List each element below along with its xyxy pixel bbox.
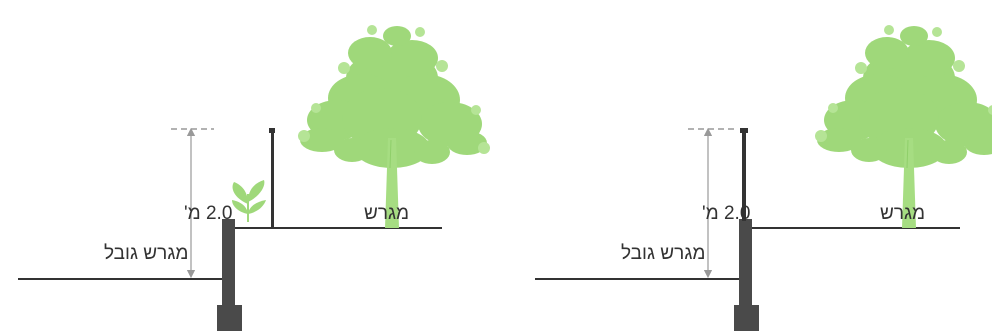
height-label: 2.0 מ' xyxy=(702,203,750,224)
wall-footing xyxy=(734,305,759,331)
wall-footing xyxy=(217,305,242,331)
diagram-left: 2.0 מ' מגרש מגרש גובל xyxy=(18,24,491,331)
fence-post xyxy=(742,131,746,221)
lot-label: מגרש xyxy=(880,203,925,224)
boundary-wall xyxy=(222,219,235,311)
adjacent-lot-label: מגרש גובל xyxy=(104,243,188,264)
lot-label: מגרש xyxy=(364,203,409,224)
height-label: 2.0 מ' xyxy=(184,203,232,224)
diagram-right: 2.0 מ' מגרש מגרש גובל xyxy=(535,24,992,331)
sprout-icon xyxy=(232,180,266,222)
fence-post xyxy=(271,131,274,228)
adjacent-lot-label: מגרש גובל xyxy=(621,243,705,264)
tree-icon xyxy=(297,24,491,229)
tree-icon xyxy=(814,24,992,229)
boundary-wall xyxy=(739,219,752,311)
